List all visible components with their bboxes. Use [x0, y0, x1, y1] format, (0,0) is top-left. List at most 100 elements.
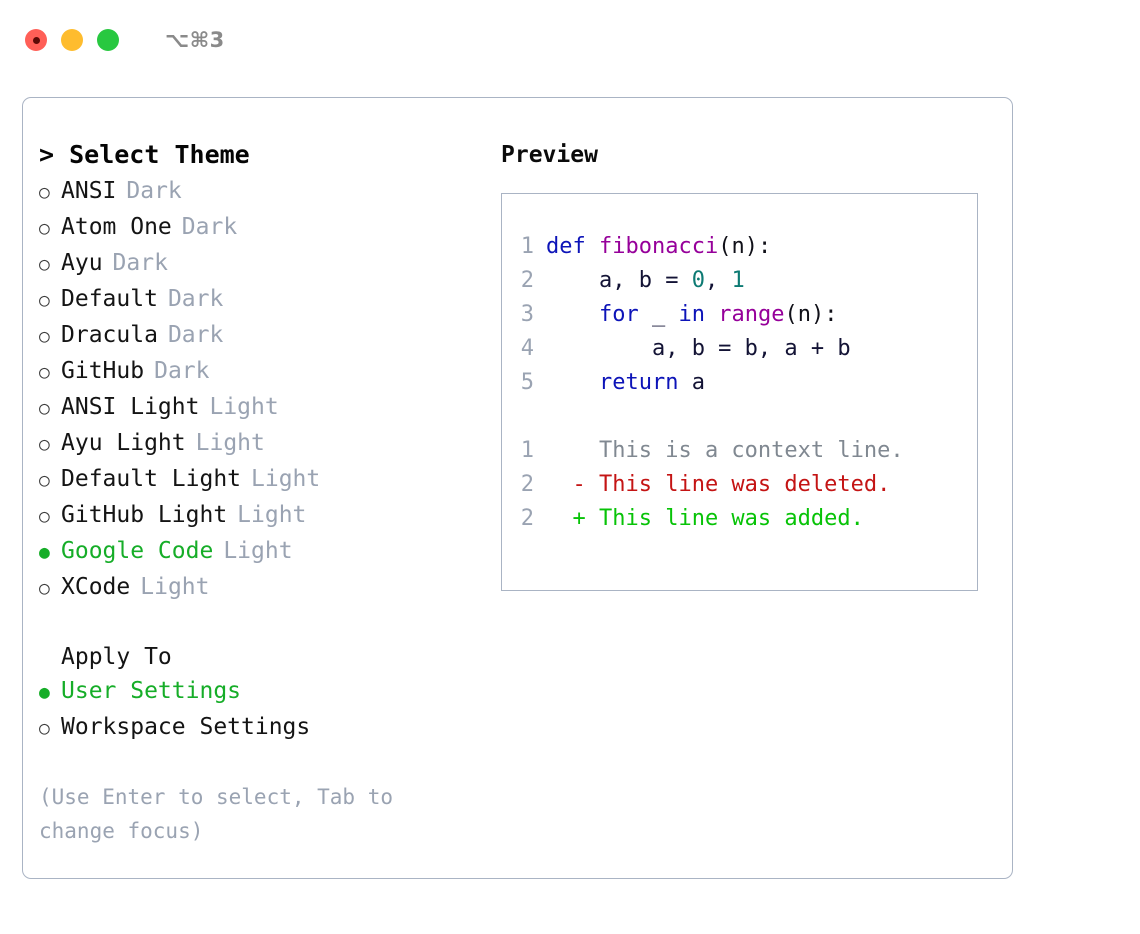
theme-option-label: Google Code [61, 538, 214, 564]
code-line-text: return a [546, 366, 705, 400]
theme-option-google-code[interactable]: ● Google Code Light [39, 534, 499, 570]
code-token-kw: in [678, 302, 705, 327]
theme-option-label: Ayu Light [61, 430, 186, 456]
code-token-plain [705, 302, 718, 327]
theme-option-label: Ayu [61, 250, 103, 276]
theme-category-tag: Light [195, 430, 265, 456]
code-line: 5 return a [502, 366, 977, 400]
code-token-plain: a, b = [546, 268, 692, 293]
theme-option-label: GitHub Light [61, 502, 228, 528]
code-token-plain: a [678, 370, 705, 395]
theme-option-label: Dracula [61, 322, 158, 348]
preview-heading: Preview [501, 142, 598, 168]
line-number: 2 [520, 506, 534, 531]
radio-unselected-icon: ○ [39, 290, 50, 311]
theme-option-xcode[interactable]: ○ XCode Light [39, 570, 499, 606]
diff-line-del: 2 - This line was deleted. [502, 468, 977, 502]
radio-unselected-icon: ○ [39, 218, 50, 239]
line-number: 1 [520, 438, 534, 463]
close-window-button[interactable] [25, 29, 47, 51]
theme-option-ayu-light[interactable]: ○ Ayu Light Light [39, 426, 499, 462]
theme-category-tag: Light [209, 394, 279, 420]
radio-unselected-icon: ○ [39, 398, 50, 419]
radio-unselected-icon: ○ [39, 578, 50, 599]
window-titlebar: ⌥⌘3 [0, 0, 1140, 80]
diff-line-text: + This line was added. [546, 506, 864, 531]
code-line-text: a, b = 0, 1 [546, 264, 745, 298]
theme-option-label: ANSI Light [61, 394, 200, 420]
code-token-fn: fibonacci [598, 234, 719, 259]
theme-category-tag: Light [251, 466, 321, 492]
line-number: 3 [520, 302, 534, 327]
apply-to-heading: Apply To [61, 644, 172, 670]
theme-category-tag: Dark [181, 214, 238, 240]
theme-category-tag: Light [237, 502, 307, 528]
minimize-window-button[interactable] [61, 29, 83, 51]
code-line: 1 def fibonacci(n): [502, 230, 977, 264]
theme-option-label: XCode [61, 574, 131, 600]
code-token-kw: return [598, 370, 679, 395]
code-token-num: 0 [691, 268, 705, 293]
theme-option-label: Default [61, 286, 158, 312]
code-token-plain: _ [638, 302, 679, 327]
radio-unselected-icon: ○ [39, 470, 50, 491]
theme-option-ansi-light[interactable]: ○ ANSI Light Light [39, 390, 499, 426]
line-number: 2 [520, 268, 534, 293]
maximize-window-button[interactable] [97, 29, 119, 51]
code-line: 3 for _ in range(n): [502, 298, 977, 332]
apply-to-option-list[interactable]: ● User Settings ○ Workspace Settings [39, 674, 499, 746]
code-token-num: 1 [731, 268, 745, 293]
theme-category-tag: Light [223, 538, 293, 564]
radio-unselected-icon: ○ [39, 326, 50, 347]
apply-option-user-settings[interactable]: ● User Settings [39, 674, 499, 710]
code-token-plain: , [704, 268, 732, 293]
apply-to-section: Apply To ● User Settings ○ Workspace Settin… [39, 640, 499, 746]
theme-option-default-light[interactable]: ○ Default Light Light [39, 462, 499, 498]
radio-selected-icon: ● [39, 682, 50, 703]
apply-option-workspace-settings[interactable]: ○ Workspace Settings [39, 710, 499, 746]
line-number: 5 [520, 370, 534, 395]
radio-selected-icon: ● [39, 542, 50, 563]
keyboard-shortcut-label: ⌥⌘3 [165, 28, 225, 52]
code-line: 4 a, b = b, a + b [502, 332, 977, 366]
diff-line-text: This is a context line. [546, 438, 904, 463]
code-diff-spacer [502, 400, 977, 434]
code-token-plain: a, b = b, a + b [546, 336, 851, 361]
radio-unselected-icon: ○ [39, 362, 50, 383]
theme-category-tag: Dark [126, 178, 182, 204]
code-line: 2 a, b = 0, 1 [502, 264, 977, 298]
theme-option-label: ANSI [61, 178, 117, 204]
code-line-text: a, b = b, a + b [546, 332, 851, 366]
radio-unselected-icon: ○ [39, 182, 50, 203]
line-number: 2 [520, 472, 534, 497]
code-token-plain [546, 302, 599, 327]
keyboard-hint-text: (Use Enter to select, Tab to change focu… [39, 785, 394, 843]
code-line-text: def fibonacci(n): [546, 230, 771, 264]
apply-option-label: Workspace Settings [61, 714, 311, 740]
code-token-kw: for [598, 302, 639, 327]
radio-unselected-icon: ○ [39, 718, 50, 739]
theme-option-ansi[interactable]: ○ ANSI Dark [39, 174, 499, 210]
theme-category-tag: Dark [154, 358, 210, 384]
theme-category-tag: Light [140, 574, 210, 600]
select-theme-heading: > Select Theme [39, 140, 250, 169]
line-number: 1 [520, 234, 534, 259]
radio-unselected-icon: ○ [39, 434, 50, 455]
apply-option-label: User Settings [61, 678, 242, 704]
code-token-punc: (n): [784, 302, 838, 327]
code-line-text: for _ in range(n): [546, 298, 837, 332]
theme-option-label: Default Light [61, 466, 242, 492]
